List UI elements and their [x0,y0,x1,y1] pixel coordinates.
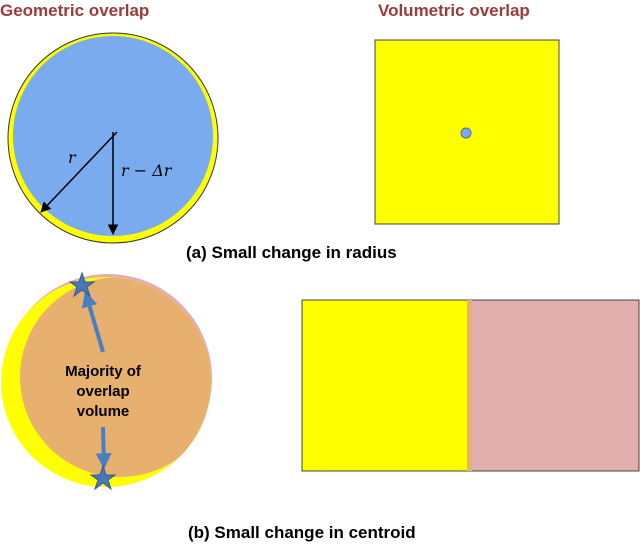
annotation-line-2: overlap [76,383,129,400]
annotation-line-1: Majority of [65,363,142,380]
panel-b-volumetric [301,299,640,472]
overlap-region [20,277,211,477]
top-star-icon [68,271,96,298]
panel-b-geometric: Majority of overlap volume [1,271,212,491]
volumetric-overlap-title: Volumetric overlap [378,1,530,20]
label-r-minus-dr: r − Δr [121,161,173,180]
radius-r-arrow [40,131,118,213]
annotation-line-3: volume [77,403,130,420]
geometric-overlap-title: Geometric overlap [0,1,149,20]
caption-b: (b) Small change in centroid [188,523,416,542]
label-r: r [68,148,77,167]
bottom-star-icon [89,464,117,491]
tiny-overlap-dot [460,127,472,139]
volumetric-yellow-rect [301,299,471,472]
arrow-to-top-star [81,290,105,353]
overlap-sliver [467,300,472,471]
panel-a-volumetric [374,39,560,225]
volumetric-pink-rect [465,299,640,472]
panel-a-geometric: r r − Δr [7,32,219,244]
caption-a: (a) Small change in radius [186,243,397,262]
arrow-to-bottom-star [95,426,112,470]
